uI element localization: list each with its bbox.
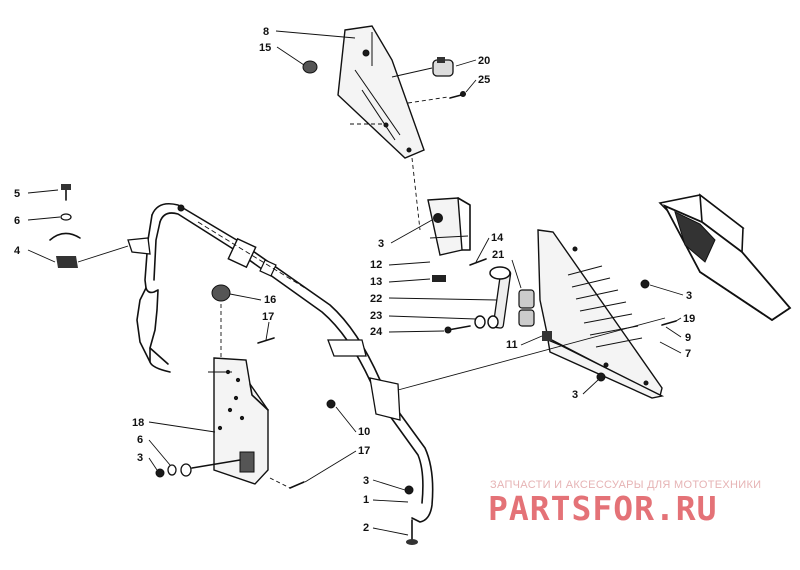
lever-part-22 <box>489 266 512 329</box>
upper-bracket-plate <box>337 25 425 159</box>
callout-18: 18 <box>132 417 144 429</box>
screw-part-5 <box>61 184 71 201</box>
callout-6-upper: 6 <box>14 215 20 227</box>
knob-part-20 <box>391 57 454 78</box>
cap-part-16 <box>211 284 231 302</box>
callout-12: 12 <box>370 259 382 271</box>
lower-plate-part-18 <box>208 357 269 485</box>
fitting-part-11 <box>542 331 552 341</box>
callout-15: 15 <box>259 42 271 54</box>
callout-8: 8 <box>263 26 269 38</box>
washer-part-23 <box>474 315 499 329</box>
watermark-caption: ЗАПЧАСТИ И АКСЕССУАРЫ ДЛЯ МОТОТЕХНИКИ <box>490 479 761 491</box>
screw-part-17-top <box>257 337 275 344</box>
nut-part-3-right <box>640 279 650 289</box>
bracket-4-leader-line <box>77 245 129 263</box>
callout-20: 20 <box>478 55 490 67</box>
callout-7: 7 <box>685 348 691 360</box>
callout-leaders <box>27 30 684 536</box>
fasteners-part-3-6-left <box>155 459 241 478</box>
callout-23: 23 <box>370 310 382 322</box>
watermark: ЗАПЧАСТИ И АКСЕССУАРЫ ДЛЯ МОТОТЕХНИКИ PA… <box>488 479 761 528</box>
callout-3-panel: 3 <box>686 290 692 302</box>
screw-part-9 <box>661 320 677 326</box>
callout-3-lower-left: 3 <box>137 452 143 464</box>
pin-part-14 <box>469 258 487 266</box>
mid-bracket-part-12 <box>427 197 471 256</box>
callout-10: 10 <box>358 426 370 438</box>
clamp-part-4 <box>49 232 81 268</box>
callout-25: 25 <box>478 74 490 86</box>
screw-part-25 <box>407 91 466 104</box>
callout-21: 21 <box>492 249 504 261</box>
screw-part-17-bottom <box>269 477 305 489</box>
bolt-part-24 <box>444 325 471 334</box>
clip-part-13 <box>432 275 446 282</box>
callout-4: 4 <box>14 245 21 257</box>
callout-3-bracket: 3 <box>378 238 384 250</box>
bolt-part-2 <box>406 519 418 545</box>
callout-14: 14 <box>491 232 504 244</box>
side-panel-part-7 <box>537 229 665 399</box>
nut-part-10 <box>326 399 336 409</box>
callout-2: 2 <box>363 522 369 534</box>
main-frame-tube <box>127 202 434 523</box>
callout-1: 1 <box>363 494 369 506</box>
assembly-line <box>411 157 421 231</box>
watermark-logo: PARTSFOR.RU <box>488 489 718 528</box>
callout-3-panel-lower: 3 <box>572 389 578 401</box>
callout-17-lower: 17 <box>358 445 370 457</box>
callout-6-lower: 6 <box>137 434 143 446</box>
footrest-part-19 <box>658 193 792 322</box>
nut-part-3-bottom <box>404 485 414 495</box>
nut-part-3-lower <box>596 372 606 382</box>
bushing-part-21 <box>518 289 535 327</box>
callout-16: 16 <box>264 294 276 306</box>
callout-11: 11 <box>506 339 518 351</box>
callout-9: 9 <box>685 332 691 344</box>
frame-to-panel-line <box>397 317 666 391</box>
callout-17-upper: 17 <box>262 311 274 323</box>
callout-labels: 8 15 20 25 5 6 4 3 12 13 14 21 22 23 24 … <box>14 26 695 534</box>
callout-13: 13 <box>370 276 382 288</box>
callout-5: 5 <box>14 188 20 200</box>
washer-part-6-top <box>60 213 72 221</box>
callout-22: 22 <box>370 293 382 305</box>
nut-part-15 <box>302 60 318 74</box>
callout-19: 19 <box>683 313 695 325</box>
callout-3-bottom: 3 <box>363 475 369 487</box>
callout-24: 24 <box>370 326 383 338</box>
